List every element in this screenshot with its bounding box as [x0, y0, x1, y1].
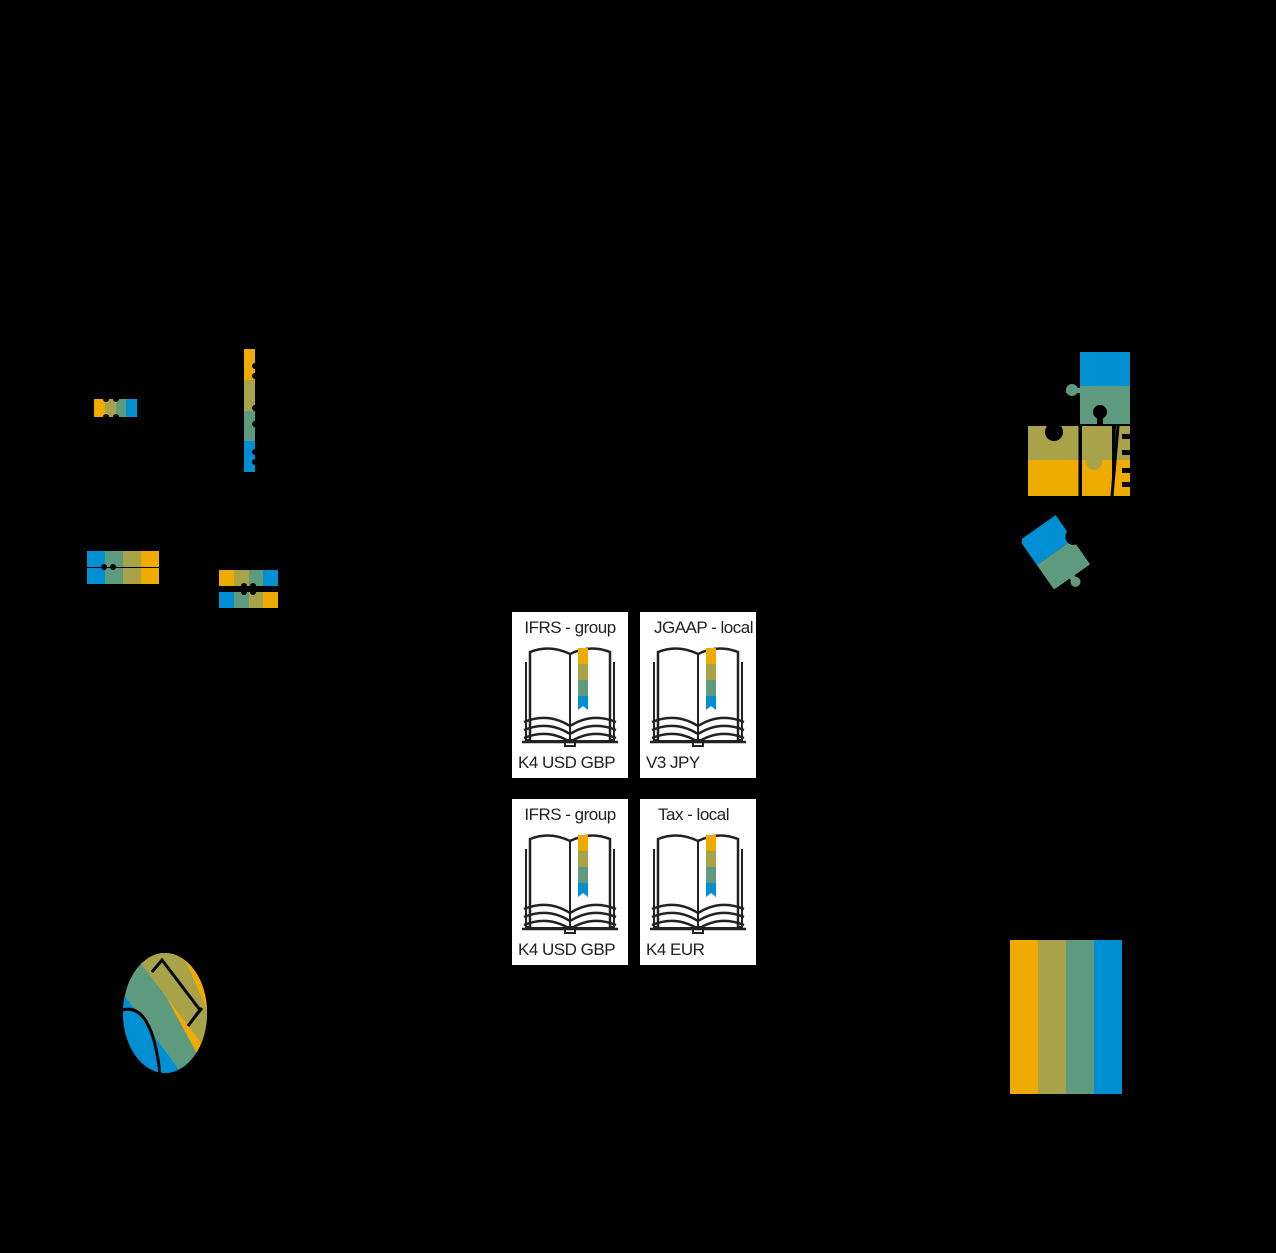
split-segment-bars-icon — [219, 570, 278, 608]
ledger-title: IFRS - group — [524, 618, 616, 637]
horizontal-segment-bar-icon — [94, 396, 137, 420]
ledger-footer: K4 EUR — [646, 940, 705, 959]
ledger-card-ifrs-group-1: IFRS - group K4 USD GBP — [512, 612, 628, 778]
open-book-bookmark-icon — [650, 647, 746, 747]
open-book-bookmark-icon — [522, 834, 618, 934]
ledger-card-jgaap-local: JGAAP - local V3 JPY — [640, 612, 756, 778]
ledger-footer: K4 USD GBP — [518, 753, 616, 772]
ledger-footer: K4 USD GBP — [518, 940, 616, 959]
ledger-footer: V3 JPY — [646, 753, 700, 772]
ledger-title: IFRS - group — [524, 805, 616, 824]
open-book-bookmark-icon — [522, 647, 618, 747]
stacked-segment-bars-icon — [87, 551, 159, 585]
puzzle-pieces-icon — [1026, 352, 1132, 498]
loose-puzzle-piece-icon — [1019, 504, 1092, 604]
ledger-title: JGAAP - local — [653, 618, 754, 637]
open-book-bookmark-icon — [650, 834, 746, 934]
four-color-stripe-block-icon — [1010, 940, 1122, 1094]
ledger-card-tax-local: Tax - local K4 EUR — [640, 799, 756, 965]
oval-document-icon — [121, 952, 208, 1075]
ledger-card-ifrs-group-2: IFRS - group K4 USD GBP — [512, 799, 628, 965]
vertical-segment-bar-icon — [244, 349, 258, 472]
ledger-title: Tax - local — [658, 805, 730, 824]
